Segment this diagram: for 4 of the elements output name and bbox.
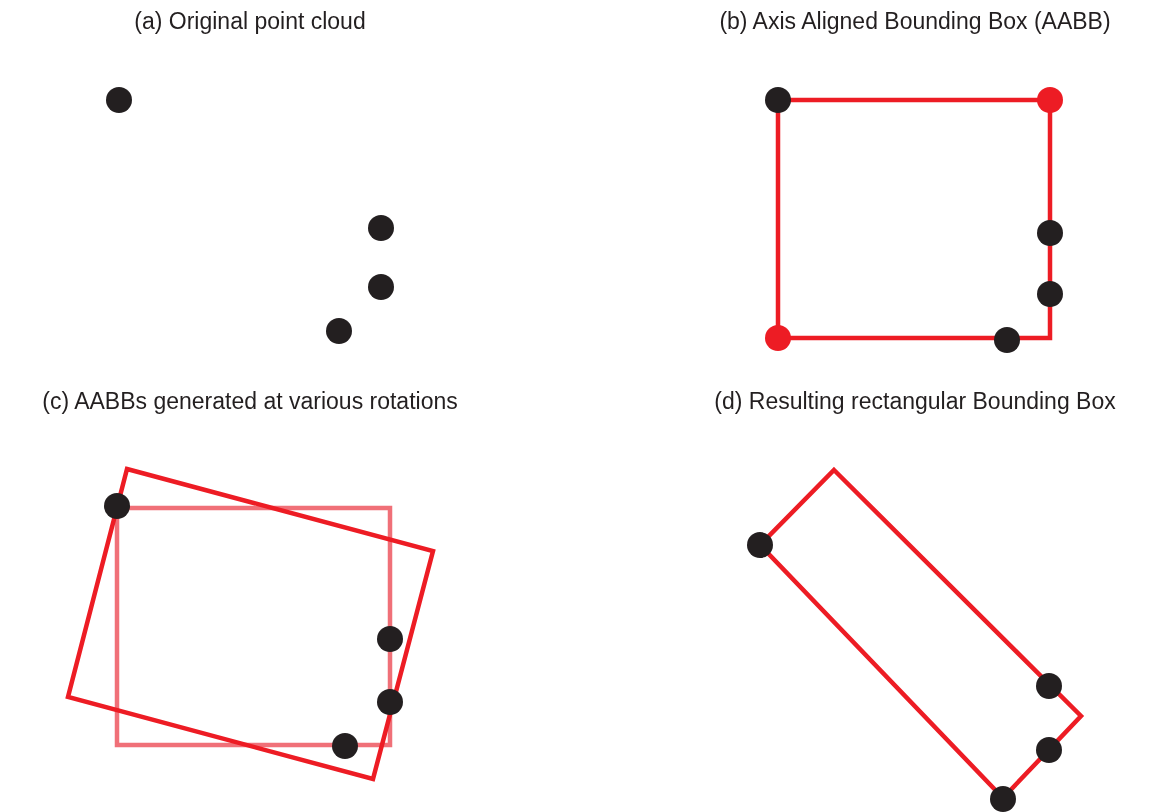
- panel-caption: (a) Original point cloud: [134, 8, 366, 35]
- panel-caption: (b) Axis Aligned Bounding Box (AABB): [719, 8, 1111, 35]
- panel-caption: (d) Resulting rectangular Bounding Box: [714, 388, 1116, 415]
- panel-caption: (c) AABBs generated at various rotations: [42, 388, 458, 415]
